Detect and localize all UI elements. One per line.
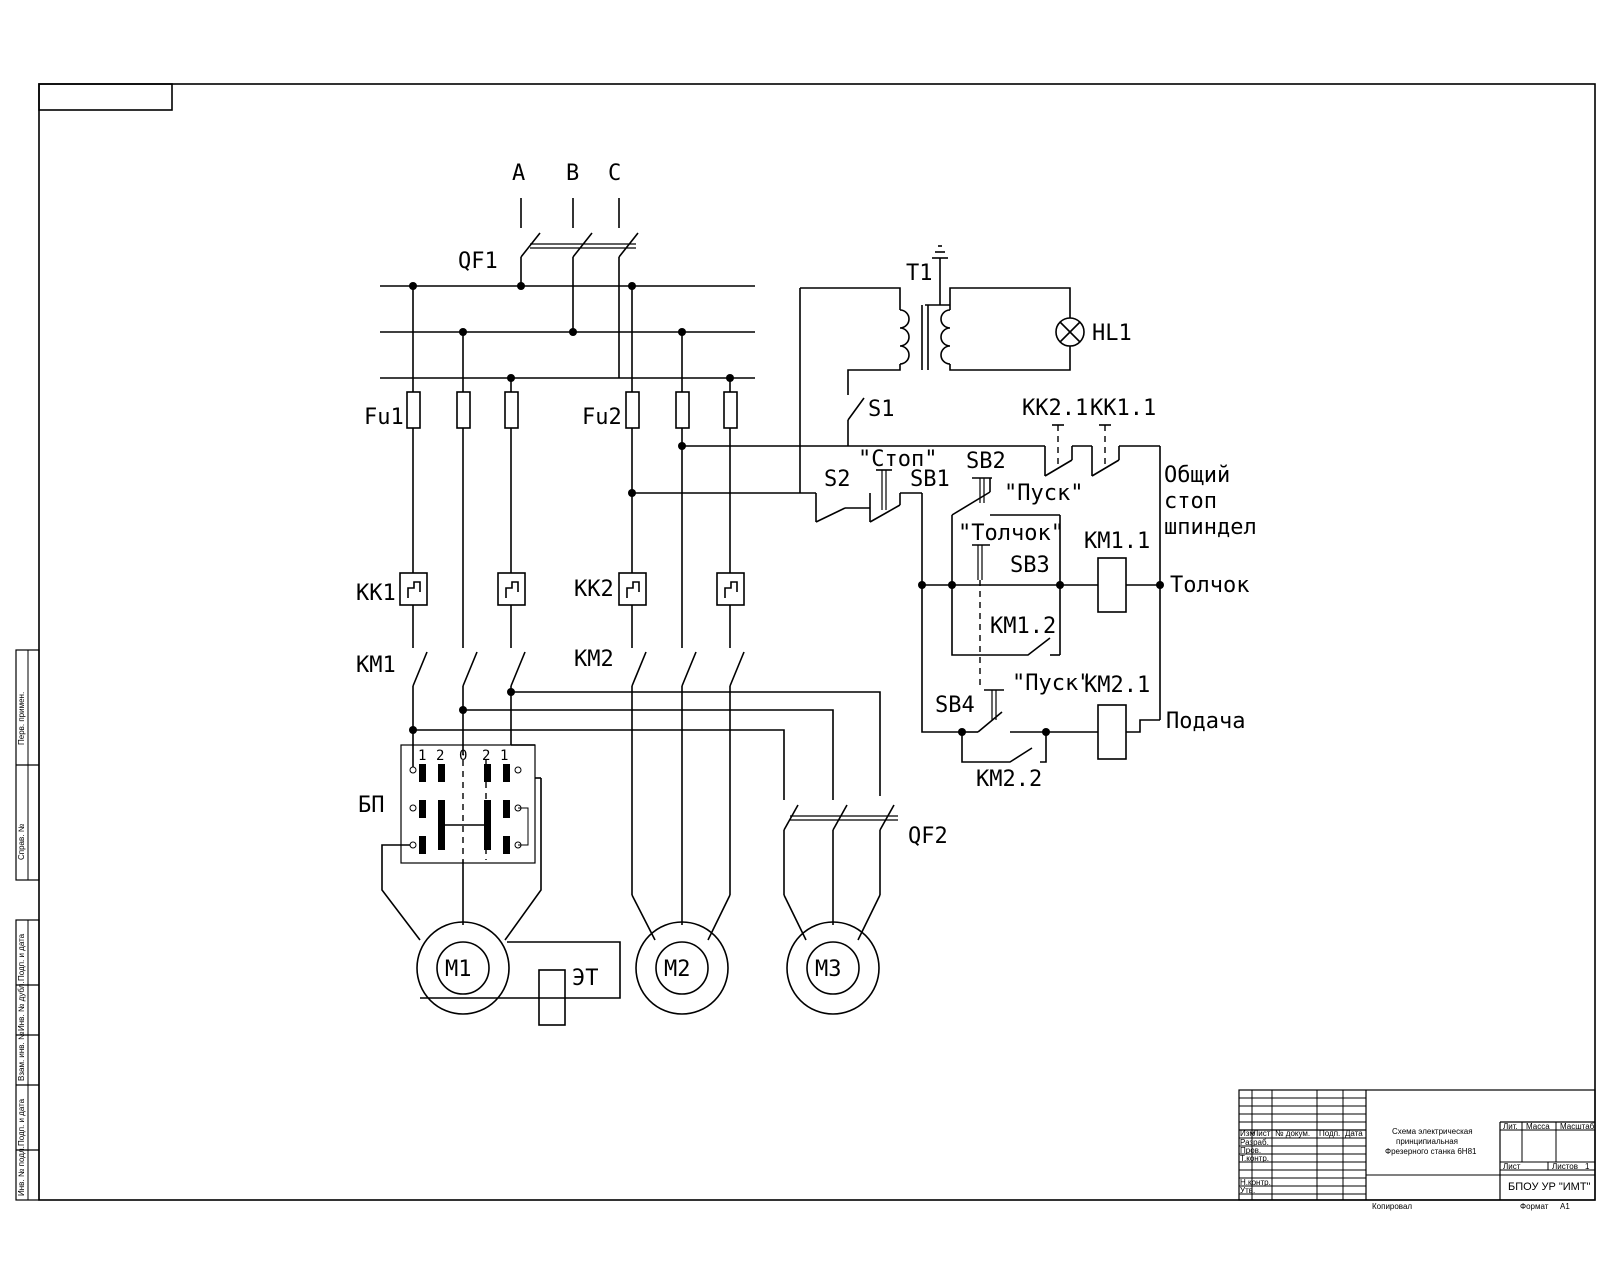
tb-row-razrab: Разраб. xyxy=(1240,1138,1269,1147)
obshchiy-label: Общий xyxy=(1164,463,1230,488)
qf2-breaker: QF2 xyxy=(783,804,948,941)
sb3-label: SB3 xyxy=(1010,553,1050,578)
side-stamp-6: Справ. № xyxy=(17,823,26,860)
tb-col-izm: Изм xyxy=(1240,1129,1255,1138)
m1-feeders xyxy=(381,777,542,941)
tb-masshtab: Масштаб xyxy=(1560,1122,1595,1131)
m3-label: M3 xyxy=(815,957,842,982)
tb-list: Лист xyxy=(1503,1162,1521,1171)
kk2-label: KK2 xyxy=(574,577,614,602)
side-stamp-5: Подп. и дата xyxy=(17,933,26,981)
side-stamp-7: Перв. примен. xyxy=(17,692,26,745)
podacha-label: Подача xyxy=(1166,709,1245,734)
control-circuit: S1 KK2.1 KK1.1 S2 "Стоп" xyxy=(632,288,1257,792)
transformer-t1: T1 HL1 xyxy=(800,245,1132,395)
bp-pos-2: 2 xyxy=(436,748,444,764)
t1-label: T1 xyxy=(906,261,933,286)
tb-format: Формат xyxy=(1520,1202,1549,1211)
tolchok-quote-label: "Толчок" xyxy=(958,521,1064,546)
tb-col-podp: Подп. xyxy=(1319,1129,1340,1138)
tolchok-label: Толчок xyxy=(1170,573,1249,598)
bp-block: 1 2 0 2 1 БП xyxy=(358,744,536,864)
fu1-label: Fu1 xyxy=(364,405,404,430)
tb-col-dokum: № докум. xyxy=(1275,1129,1310,1138)
tb-row-nkontr: Н.контр. xyxy=(1240,1178,1271,1187)
busbars xyxy=(380,282,755,382)
tb-row-prov: Пров. xyxy=(1240,1146,1261,1155)
bp-pos-3: 0 xyxy=(459,748,467,764)
side-stamp-1: Инв. № подл. xyxy=(17,1146,26,1196)
km2-label: KM2 xyxy=(574,647,614,672)
m1-label: M1 xyxy=(445,957,472,982)
tb-org: БПОУ УР "ИМТ" xyxy=(1508,1181,1591,1193)
phase-b-label: B xyxy=(566,161,579,186)
tb-listov-val: 1 xyxy=(1585,1162,1590,1171)
m2-label: M2 xyxy=(664,957,691,982)
tb-kopiroval: Копировал xyxy=(1372,1202,1412,1211)
m3-taps xyxy=(409,688,881,800)
sb1-label: SB1 xyxy=(910,467,950,492)
tb-title-line-2: принципиальная xyxy=(1396,1137,1458,1146)
bp-pos-5: 1 xyxy=(500,748,508,764)
km22-label: KM2.2 xyxy=(976,767,1042,792)
tb-col-list: Лист xyxy=(1253,1129,1271,1138)
tb-title-line-1: Схема электрическая xyxy=(1392,1127,1473,1136)
bp-pos-1: 1 xyxy=(418,748,426,764)
km1-label: KM1 xyxy=(356,653,396,678)
tb-format-val: А1 xyxy=(1560,1202,1570,1211)
hl1-label: HL1 xyxy=(1092,321,1132,346)
tb-listov: Листов xyxy=(1552,1162,1578,1171)
phase-a-label: A xyxy=(512,161,525,186)
side-stamp-3: Взам. инв. № xyxy=(17,1031,26,1081)
qf1-breaker: QF1 xyxy=(458,232,639,378)
et-clutch: ЭТ xyxy=(420,941,621,1026)
sb4-label: SB4 xyxy=(935,693,975,718)
km21-label: KM2.1 xyxy=(1084,673,1150,698)
phase-inputs: A B C xyxy=(512,161,621,228)
pusk2-label: "Пуск" xyxy=(1012,671,1091,696)
shpindel-label: шпиндел xyxy=(1164,515,1257,540)
km12-label: KM1.2 xyxy=(990,614,1056,639)
tb-col-data: Дата xyxy=(1345,1129,1363,1138)
tb-title-line-3: Фрезерного станка 6Н81 xyxy=(1385,1147,1477,1156)
bp-label: БП xyxy=(358,793,385,818)
sheet-frame xyxy=(38,83,1596,1201)
km2-contacts: KM2 xyxy=(574,647,745,941)
qf2-label: QF2 xyxy=(908,824,948,849)
side-stamp-2: Подп. и дата xyxy=(17,1098,26,1146)
phase-c-label: C xyxy=(608,161,621,186)
side-stamp: Инв. № подл. Подп. и дата Взам. инв. № И… xyxy=(15,649,40,1201)
thermal-relays: KK1 KK2 xyxy=(356,572,745,648)
stop-label: стоп xyxy=(1164,489,1217,514)
qf1-label: QF1 xyxy=(458,249,498,274)
motors: M1 M2 M3 xyxy=(416,921,880,1015)
kk21-label: KK2.1 xyxy=(1022,396,1088,421)
tb-massa: Масса xyxy=(1526,1122,1550,1131)
tb-row-utv: Утв. xyxy=(1240,1186,1255,1195)
km1-contacts: KM1 xyxy=(356,651,526,745)
et-label: ЭТ xyxy=(572,966,599,991)
s2-label: S2 xyxy=(824,467,851,492)
kk1-label: KK1 xyxy=(356,581,396,606)
stop-quote-label: "Стоп" xyxy=(858,447,937,472)
title-block: Изм Лист № докум. Подп. Дата Разраб. Про… xyxy=(1238,1089,1596,1211)
kk11-label: KK1.1 xyxy=(1090,396,1156,421)
s1-label: S1 xyxy=(868,397,895,422)
side-stamp-4: Инв. № дубл. xyxy=(17,981,26,1031)
tb-row-tkontr: Т.контр. xyxy=(1240,1154,1269,1163)
feeders xyxy=(412,428,731,648)
sb2-label: SB2 xyxy=(966,449,1006,474)
bp-pos-4: 2 xyxy=(482,748,490,764)
fu2-label: Fu2 xyxy=(582,405,622,430)
km11-label: KM1.1 xyxy=(1084,529,1150,554)
fuses: Fu1 Fu2 xyxy=(364,286,738,430)
tb-lit: Лит. xyxy=(1503,1122,1518,1131)
pusk1-label: "Пуск" xyxy=(1004,481,1083,506)
